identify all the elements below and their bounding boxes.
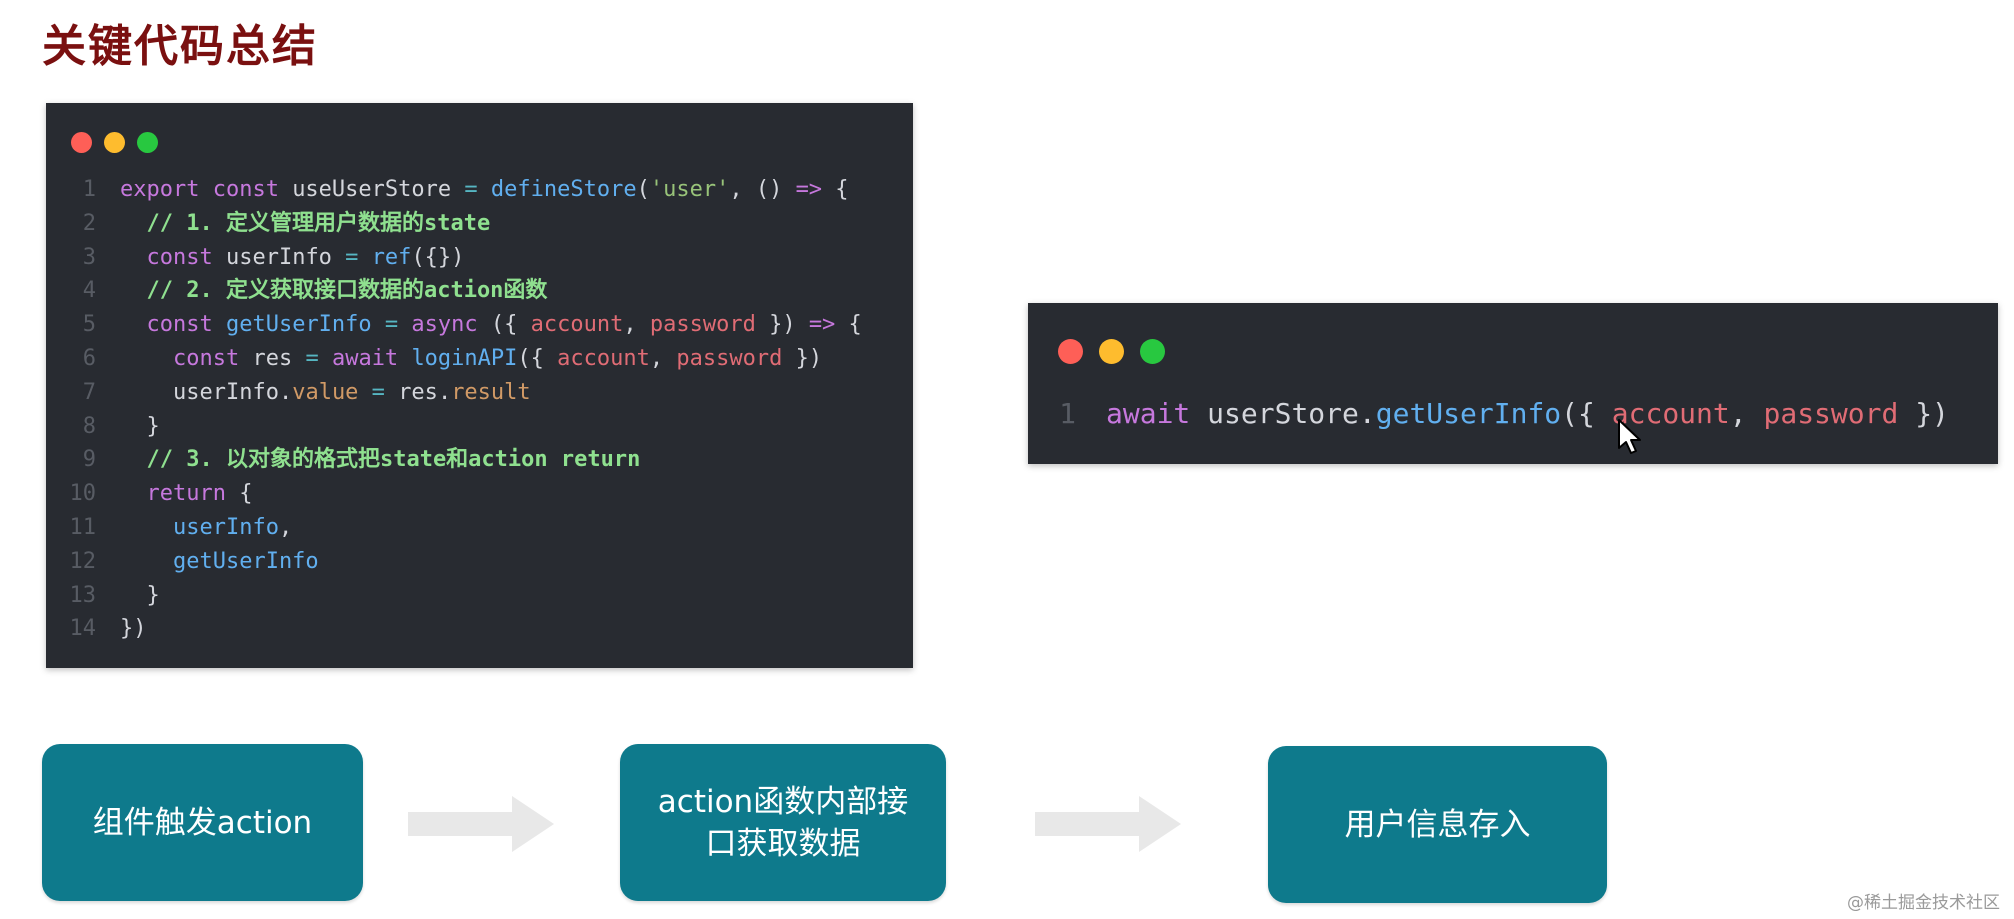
- line-number: 1: [82, 177, 96, 202]
- code-line: 12 getUserInfo: [46, 545, 862, 579]
- code-line: 7 userInfo.value = res.result: [46, 376, 862, 410]
- line-number: 9: [82, 447, 96, 473]
- code-text: // 1. 定义管理用户数据的state: [120, 210, 491, 236]
- code-line: 14}): [46, 612, 862, 646]
- code-text: }: [120, 413, 160, 439]
- code-line: 10 return {: [46, 477, 862, 511]
- window-controls: [71, 132, 158, 153]
- line-number: 10: [69, 481, 97, 507]
- code-text: export const useUserStore = defineStore(…: [120, 177, 849, 202]
- line-number: 14: [69, 616, 97, 642]
- close-dot-icon: [71, 132, 92, 153]
- line-number: 12: [69, 548, 97, 574]
- code-text: return {: [120, 481, 253, 507]
- code-line: 5 const getUserInfo = async ({ account, …: [46, 308, 862, 342]
- flow-arrow-icon: [1035, 796, 1181, 852]
- line-number: 7: [82, 379, 96, 405]
- flow-arrow-icon: [408, 796, 554, 852]
- code-line: 13 }: [46, 579, 862, 613]
- maximize-dot-icon: [137, 132, 158, 153]
- maximize-dot-icon: [1140, 339, 1165, 364]
- code-line: 6 const res = await loginAPI({ account, …: [46, 342, 862, 376]
- line-number: 4: [82, 278, 96, 304]
- code-line: 1 await userStore.getUserInfo({ account, …: [1028, 394, 1949, 434]
- code-text: const getUserInfo = async ({ account, pa…: [120, 312, 862, 338]
- line-number: 5: [82, 312, 96, 338]
- code-line: 1 export const useUserStore = defineStore…: [46, 173, 862, 207]
- line-number: 13: [69, 582, 97, 608]
- flow-step-store-user-info: 用户信息存入: [1268, 746, 1607, 903]
- code-line: 8 }: [46, 410, 862, 444]
- mouse-pointer-icon: [1618, 419, 1641, 454]
- code-text: userInfo,: [120, 514, 293, 540]
- minimize-dot-icon: [104, 132, 125, 153]
- code-text: const userInfo = ref({}): [120, 244, 465, 270]
- call-code-window: 1 await userStore.getUserInfo({ account, …: [1028, 303, 1998, 464]
- code-text: userInfo.value = res.result: [120, 379, 531, 405]
- code-text: }): [120, 616, 147, 642]
- code-text: // 3. 以对象的格式把state和action return: [120, 447, 641, 473]
- flow-step-trigger-action: 组件触发action: [42, 744, 363, 901]
- line-number: 11: [69, 514, 97, 540]
- call-code-block: 1 await userStore.getUserInfo({ account, …: [1028, 394, 1949, 434]
- code-line: 3 const userInfo = ref({}): [46, 241, 862, 275]
- window-controls: [1058, 339, 1165, 364]
- watermark: @稀土掘金技术社区: [1847, 893, 2000, 913]
- code-text: await userStore.getUserInfo({ account, p…: [1106, 397, 1949, 430]
- line-number: 2: [82, 210, 96, 236]
- code-line: 4 // 2. 定义获取接口数据的action函数: [46, 274, 862, 308]
- code-text: }: [120, 582, 160, 608]
- line-number: 3: [82, 244, 96, 270]
- line-number: 8: [82, 413, 96, 439]
- store-code-window: 1 export const useUserStore = defineStore…: [46, 103, 913, 668]
- line-number: 6: [82, 345, 96, 371]
- code-text: // 2. 定义获取接口数据的action函数: [120, 278, 548, 304]
- minimize-dot-icon: [1099, 339, 1124, 364]
- flow-step-fetch-data: action函数内部接口获取数据: [620, 744, 946, 901]
- code-line: 9 // 3. 以对象的格式把state和action return: [46, 443, 862, 477]
- code-line: 2 // 1. 定义管理用户数据的state: [46, 207, 862, 241]
- code-line: 11 userInfo,: [46, 511, 862, 545]
- store-code-block: 1 export const useUserStore = defineStore…: [46, 173, 862, 646]
- line-number: 1: [1059, 397, 1076, 430]
- close-dot-icon: [1058, 339, 1083, 364]
- code-text: const res = await loginAPI({ account, pa…: [120, 345, 823, 371]
- code-text: getUserInfo: [120, 548, 319, 574]
- slide-title: 关键代码总结: [42, 21, 318, 72]
